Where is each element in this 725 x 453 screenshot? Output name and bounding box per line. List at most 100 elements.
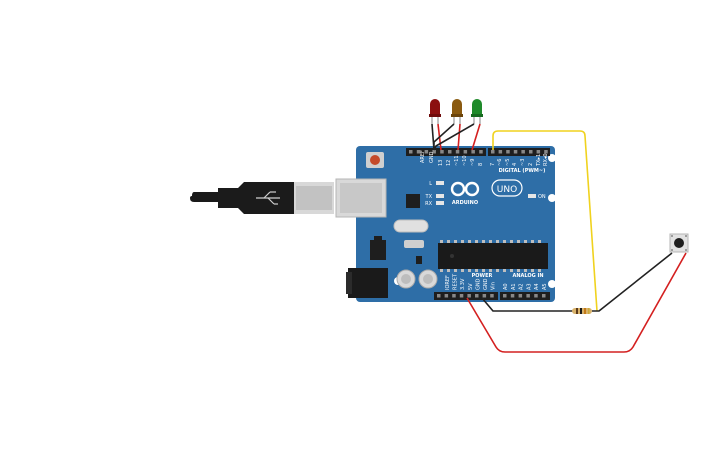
header-hole[interactable] <box>475 294 479 298</box>
resistor[interactable] <box>572 308 592 314</box>
header-hole[interactable] <box>479 150 483 154</box>
digital-pin-label: TX▸1 <box>536 154 542 167</box>
digital-pin-label: ~5 <box>505 159 511 166</box>
arduino-infinity-logo-icon <box>450 181 480 197</box>
digital-pin-label: ~3 <box>520 159 526 166</box>
header-hole[interactable] <box>448 150 452 154</box>
header-hole[interactable] <box>526 294 530 298</box>
wire-resistor-to-button[interactable] <box>592 252 673 312</box>
power-pin-label: IOREF <box>445 275 451 290</box>
header-hole[interactable] <box>491 150 495 154</box>
analog-header <box>500 292 550 300</box>
led-l <box>436 181 444 185</box>
wire-led-amber-to-gnd[interactable] <box>433 123 455 150</box>
reset-button[interactable] <box>370 155 380 165</box>
header-hole[interactable] <box>416 150 421 154</box>
capacitor <box>396 269 416 289</box>
led-green-component[interactable] <box>471 99 483 124</box>
header-hole[interactable] <box>424 150 429 154</box>
power-pin-label: 5V <box>468 283 474 290</box>
header-hole[interactable] <box>490 294 494 298</box>
header-hole[interactable] <box>440 150 444 154</box>
brand-label: ARDUINO <box>452 200 478 206</box>
wire-yellow-pin7[interactable] <box>492 130 598 312</box>
header-hole[interactable] <box>518 294 523 298</box>
header-hole[interactable] <box>534 294 538 298</box>
led-tx <box>436 194 444 198</box>
header-hole[interactable] <box>432 150 436 154</box>
wire-led-green-to-gnd[interactable] <box>433 123 475 151</box>
power-pin-label: GND <box>483 278 489 290</box>
capacitor <box>418 269 438 289</box>
label-tx: TX <box>425 194 433 200</box>
header-hole[interactable] <box>510 294 515 298</box>
led-red-component[interactable] <box>429 99 441 124</box>
label-gnd-top: GND <box>429 151 435 163</box>
header-hole[interactable] <box>459 294 464 298</box>
header-hole[interactable] <box>544 150 548 154</box>
power-pin-label: GND <box>475 278 481 290</box>
label-l: L <box>429 181 432 187</box>
power-pin-label: 3.3V <box>460 278 466 290</box>
chip-pins-bottom <box>440 269 541 272</box>
digital-pin-label: 7 <box>490 163 496 166</box>
header-hole[interactable] <box>482 294 487 298</box>
arduino-uno-board: L TX RX ARDUINO UNO ON <box>335 146 556 302</box>
header-hole[interactable] <box>513 150 518 154</box>
header-hole[interactable] <box>455 150 460 154</box>
wire-gnd-to-resistor[interactable] <box>481 297 574 312</box>
label-digital: DIGITAL (PWM~) <box>499 168 546 174</box>
header-hole[interactable] <box>542 294 546 298</box>
digital-header-holes <box>409 150 548 154</box>
digital-pin-label: 12 <box>446 160 452 166</box>
header-hole[interactable] <box>467 294 471 298</box>
header-hole[interactable] <box>409 150 413 154</box>
usb-interface-chip <box>406 194 420 208</box>
digital-header-right <box>488 148 550 156</box>
label-on: ON <box>538 194 546 200</box>
header-hole[interactable] <box>463 150 468 154</box>
header-hole[interactable] <box>444 294 449 298</box>
digital-pin-label: 8 <box>478 163 484 166</box>
uno-badge <box>491 179 523 197</box>
header-hole[interactable] <box>452 294 456 298</box>
small-component <box>416 256 422 264</box>
label-analog: ANALOG IN <box>512 273 543 279</box>
wire-5v-to-button[interactable] <box>466 252 687 353</box>
mounting-hole <box>548 194 556 202</box>
digital-pin-label: ~10 <box>462 155 468 166</box>
push-button-cap[interactable] <box>674 238 684 248</box>
voltage-regulator <box>370 240 386 260</box>
label-rx: RX <box>425 201 432 207</box>
digital-header-left <box>406 148 486 156</box>
led-amber-component[interactable] <box>451 99 463 124</box>
digital-pin-label: 2 <box>528 163 534 166</box>
analog-pin-label: A4 <box>534 283 540 290</box>
atmega-chip <box>438 243 548 269</box>
digital-pin-label: ~9 <box>470 159 476 166</box>
header-hole[interactable] <box>503 294 507 298</box>
push-button[interactable] <box>669 233 689 253</box>
header-hole[interactable] <box>521 150 525 154</box>
digital-pin-label: 4 <box>512 163 518 166</box>
header-hole[interactable] <box>437 294 441 298</box>
wire-led-amber-to-pin11[interactable] <box>457 123 461 151</box>
analog-pin-label: A1 <box>511 283 517 290</box>
wire-led-green-to-pin9[interactable] <box>471 123 481 151</box>
usb-cable <box>190 182 334 214</box>
power-pin-label: RESET <box>453 273 459 290</box>
dc-power-jack-edge <box>346 272 352 294</box>
header-hole[interactable] <box>529 150 533 154</box>
header-hole[interactable] <box>471 150 475 154</box>
header-hole[interactable] <box>498 150 503 154</box>
model-label: UNO <box>497 185 517 195</box>
power-analog-header-holes <box>437 294 546 298</box>
analog-pin-label: A3 <box>526 283 532 290</box>
analog-pin-label: A0 <box>503 283 509 290</box>
header-hole[interactable] <box>506 150 510 154</box>
header-hole[interactable] <box>536 150 541 154</box>
dc-power-jack <box>348 268 388 298</box>
